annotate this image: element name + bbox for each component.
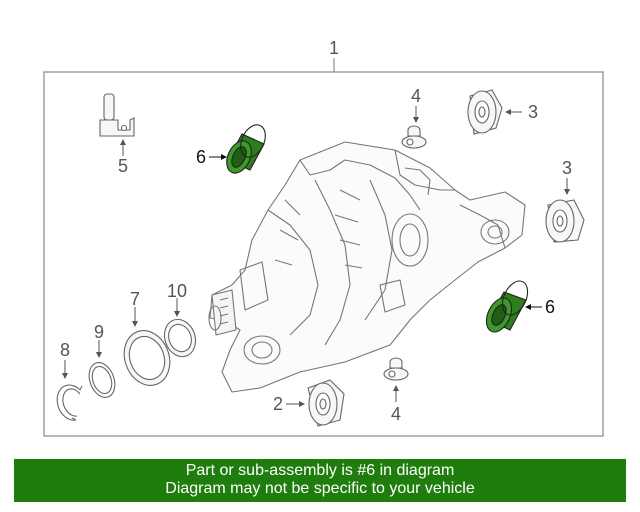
sensor-5 (99, 93, 135, 137)
diagram-frame (43, 71, 604, 437)
seal-10 (163, 318, 197, 358)
callout-4-top: 4 (411, 86, 421, 106)
bushing-3-top (467, 89, 503, 135)
ring-9 (88, 362, 116, 398)
seal-7 (123, 330, 171, 386)
banner-line-2: Diagram may not be specific to your vehi… (165, 480, 475, 497)
bushing-2 (307, 379, 345, 427)
seal-6-right (485, 280, 529, 333)
differential-housing (208, 141, 526, 393)
snap-ring-8 (56, 384, 83, 421)
info-banner: Part or sub-assembly is #6 in diagram Di… (14, 459, 626, 502)
callout-5: 5 (118, 156, 128, 176)
parts-diagram: 1 3 3 (43, 38, 604, 437)
callout-1: 1 (329, 38, 339, 58)
callout-2: 2 (273, 394, 283, 414)
banner-line-1: Part or sub-assembly is #6 in diagram (185, 462, 455, 479)
seal-6-left (226, 124, 266, 174)
bushing-3-right (545, 199, 585, 243)
callout-4-bottom: 4 (391, 404, 401, 424)
plug-4-bottom (383, 357, 409, 381)
callout-6-left: 6 (196, 147, 206, 167)
callout-8: 8 (60, 340, 70, 360)
callout-7: 7 (130, 289, 140, 309)
callout-9: 9 (94, 322, 104, 342)
callout-10: 10 (167, 281, 187, 301)
callout-3-top: 3 (528, 102, 538, 122)
callout-3-right: 3 (562, 158, 572, 178)
plug-4-top (401, 125, 427, 149)
callout-6-right: 6 (545, 297, 555, 317)
